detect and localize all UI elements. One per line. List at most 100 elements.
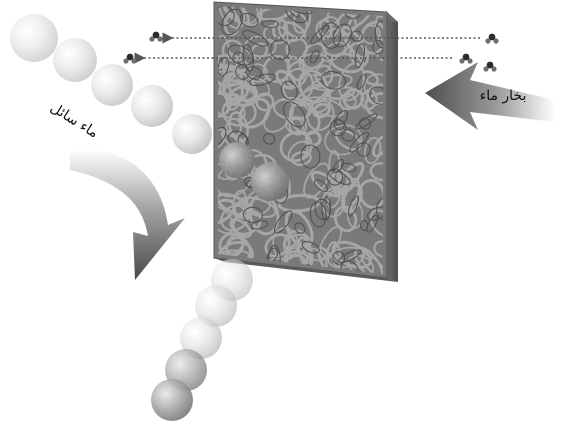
membrane-fiber-shadow [356, 142, 371, 157]
membrane-fiber-shadow [332, 159, 344, 174]
membrane-fiber-shadow [359, 117, 372, 130]
membrane-fiber [232, 201, 251, 220]
water-molecule-icon [149, 31, 163, 42]
membrane-fiber-shadow [375, 197, 383, 221]
membrane-fiber-shadow [369, 86, 383, 105]
membrane-fiber-shadow [283, 101, 306, 128]
membrane-fiber-shadow [301, 241, 320, 254]
membrane-fiber-shadow [374, 20, 383, 49]
vapor-label: بخار ماء [480, 88, 527, 104]
membrane-fiber [363, 136, 382, 165]
membrane-fiber-shadow [239, 12, 259, 28]
membrane-fiber [320, 41, 346, 63]
membrane-fiber-shadow [284, 6, 309, 24]
membrane-fiber-shadow [245, 66, 262, 80]
membrane-fiber [244, 76, 270, 97]
membrane-fiber-shadow [309, 49, 320, 64]
membrane-fiber [363, 73, 383, 104]
membrane-fiber-shadow [360, 219, 369, 232]
membrane-fiber [331, 240, 372, 269]
membrane-fiber-shadow [332, 251, 346, 265]
membrane-fiber [222, 52, 238, 81]
membrane-fiber [372, 134, 383, 158]
membrane-fiber [301, 42, 327, 70]
membrane-fiber [338, 92, 357, 111]
water-molecule-icon [459, 53, 473, 64]
membrane-fiber [360, 253, 383, 274]
membrane-fiber-shadow [347, 195, 359, 217]
gradient-arrow-left-icon [425, 62, 555, 130]
membrane-fiber [364, 92, 383, 120]
membrane-fiber-shadow [249, 73, 276, 87]
membrane-fiber-shadow [340, 260, 359, 274]
membrane-fiber [225, 117, 242, 138]
membrane-fiber-shadow [235, 64, 250, 80]
membrane-fiber-shadow [354, 43, 366, 68]
membrane-fiber [275, 69, 297, 90]
water-droplet-icon [172, 114, 212, 154]
membrane-fiber-shadow [270, 39, 290, 61]
water-molecule-icon [123, 53, 137, 64]
membrane-fiber-shadow [273, 210, 293, 234]
water-droplet-icon [180, 317, 222, 359]
membrane-fiber [220, 204, 250, 232]
membrane-fiber-shadow [329, 119, 347, 137]
membrane-fiber [222, 82, 258, 107]
vapor-flow-arrow [425, 62, 555, 130]
membrane-fiber [301, 83, 332, 114]
membrane-fiber-shadow [294, 222, 306, 234]
membrane-fiber [330, 52, 365, 74]
membrane-fiber [373, 240, 383, 258]
liquid-droplets-upper [10, 14, 212, 154]
membrane-fiber [264, 233, 291, 258]
membrane-fiber [369, 162, 383, 182]
membrane-fiber-shadow [261, 20, 280, 28]
water-droplet-icon [91, 64, 133, 106]
membrane-fiber [225, 232, 245, 255]
membrane-fiber-shadow [326, 168, 344, 186]
membrane-fiber-shadow [250, 220, 269, 230]
water-molecule-icon [485, 33, 499, 44]
liquid-label: ماء سائل [47, 100, 101, 142]
membrane-fiber-shadow [340, 128, 356, 142]
membrane-fiber [218, 128, 226, 149]
membrane-fiber-shadow [242, 30, 269, 47]
membrane-fiber [305, 96, 345, 118]
membrane-fiber [346, 200, 364, 229]
membrane-fiber-shadow [366, 215, 378, 233]
water-droplet-icon [131, 85, 173, 127]
membrane-fiber [312, 102, 331, 119]
membrane-fiber-shadow [343, 6, 362, 20]
membrane-fiber-shadow [335, 110, 348, 126]
membrane-fiber-shadow [242, 206, 263, 223]
membrane-fiber-shadow [227, 44, 254, 66]
membrane-fiber-shadow [349, 131, 369, 153]
membrane-fiber-shadow [218, 126, 227, 146]
membrane-fiber-shadow [314, 198, 332, 221]
membrane-fiber-shadow [367, 206, 383, 221]
membrane-fiber-shadow [340, 162, 357, 173]
liquid-flow-arrow [70, 149, 185, 280]
liquid-droplets-lower [151, 142, 289, 421]
membrane-fiber [342, 88, 365, 110]
membrane-fiber-shadow [310, 24, 330, 45]
water-droplet-icon [195, 285, 237, 327]
membrane-fiber-shadow [280, 80, 298, 101]
water-droplet-icon [251, 163, 289, 201]
membrane-fiber [221, 6, 250, 25]
curved-arrow-down-icon [70, 149, 185, 280]
water-droplet-icon [53, 38, 97, 82]
membrane-fiber [218, 205, 235, 234]
water-droplet-icon [151, 379, 193, 421]
water-droplet-icon [219, 142, 255, 178]
membrane-fiber [286, 55, 306, 82]
membrane-fiber-shadow [320, 22, 342, 49]
membrane-fiber-shadow [300, 144, 321, 169]
membrane-fiber [230, 6, 263, 27]
membrane-fiber-shadow [313, 179, 329, 192]
membrane-fiber [284, 209, 314, 249]
membrane-fiber [369, 209, 383, 238]
membrane-fiber [247, 63, 269, 83]
membrane-fiber-shadow [221, 8, 243, 36]
membrane-fiber-shadow [332, 23, 352, 48]
